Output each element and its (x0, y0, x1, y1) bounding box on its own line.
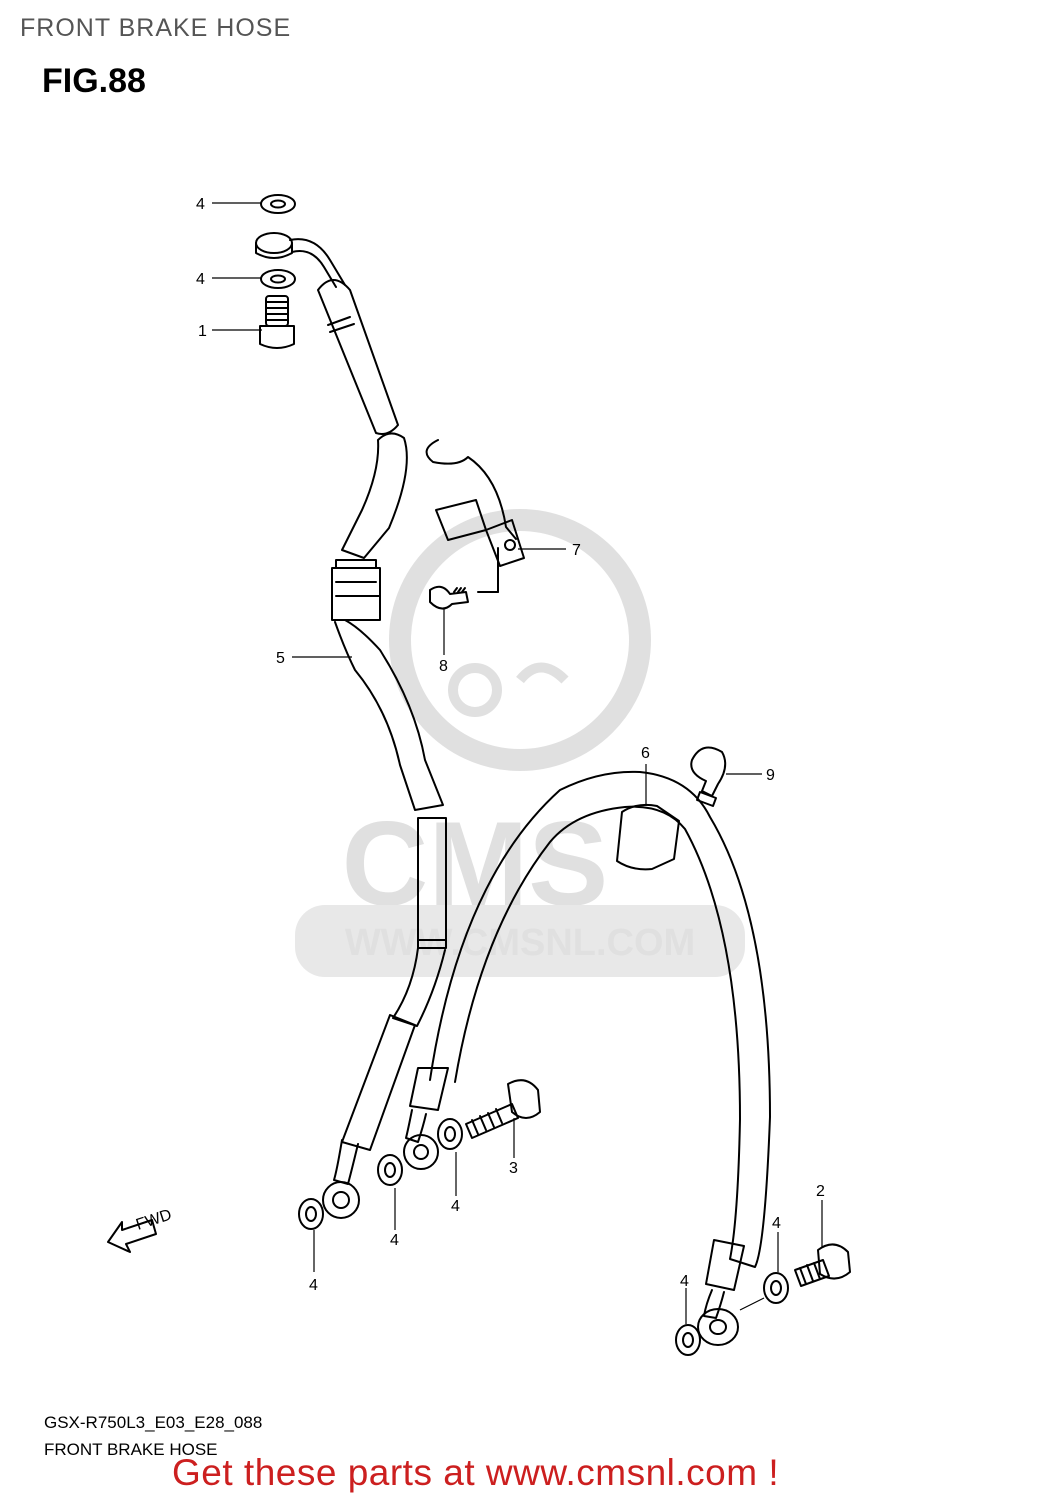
bracket-clip (425, 439, 517, 540)
callout-2: 2 (816, 1183, 825, 1200)
hose-middle (334, 619, 444, 811)
callout-4-second: 4 (196, 271, 205, 288)
banjo-bolt-2 (794, 1259, 830, 1287)
washer-left-b (298, 1198, 324, 1230)
banjo-center (403, 1134, 439, 1170)
model-code: GSX-R750L3_E03_E28_088 (44, 1413, 263, 1432)
hose-mid-upper (341, 432, 408, 559)
callout-4-right-b: 4 (680, 1273, 689, 1290)
fwd-arrow-icon (107, 1219, 157, 1253)
callout-4-left-a: 4 (390, 1232, 399, 1249)
watermark-mascot-eye (448, 663, 502, 717)
hose-sleeve-center (409, 1067, 449, 1111)
banjo-bolt-top (265, 295, 289, 327)
callout-4-top: 4 (196, 196, 205, 213)
hose-sleeve-right (705, 1239, 745, 1291)
washer-right-a (763, 1272, 789, 1304)
grommet-upper (331, 567, 381, 621)
callout-1: 1 (198, 323, 207, 340)
washer-top-2 (260, 269, 296, 289)
banjo-right (697, 1308, 739, 1346)
hose-upper (317, 279, 399, 435)
callout-8: 8 (439, 658, 448, 675)
callout-9: 9 (766, 767, 775, 784)
callout-4-center: 4 (451, 1198, 460, 1215)
hose-right (429, 770, 771, 1268)
watermark-mascot-head (389, 509, 651, 771)
parts-link-banner[interactable]: Get these parts at www.cmsnl.com ! (172, 1452, 780, 1493)
callout-5: 5 (276, 650, 285, 667)
callout-3: 3 (509, 1160, 518, 1177)
callout-4-right-a: 4 (772, 1215, 781, 1232)
hose-lower-straight (417, 817, 447, 949)
washer-right-b (675, 1324, 701, 1356)
watermark-url-text: WWW.CMSNL.COM (345, 922, 695, 964)
callout-6: 6 (641, 745, 650, 762)
washer-center (437, 1118, 463, 1150)
hose-top-bend (289, 238, 346, 286)
clamp-9 (690, 746, 727, 797)
watermark-mascot-wink (516, 662, 569, 684)
washer-left-a (377, 1154, 403, 1186)
figure-label: FIG.88 (42, 62, 146, 100)
hose-sleeve-left (341, 1014, 416, 1151)
washer-top-1 (260, 194, 296, 214)
grommet-6 (616, 803, 680, 871)
page-header: FRONT BRAKE HOSE (20, 14, 292, 42)
bolt-8 (429, 585, 469, 610)
watermark: CMS WWW.CMSNL.COM (295, 509, 745, 977)
watermark-banner (295, 905, 745, 977)
figure-caption: FRONT BRAKE HOSE (44, 1440, 218, 1459)
callout-7: 7 (572, 542, 581, 559)
banjo-left (322, 1181, 360, 1219)
callout-4-left-b: 4 (309, 1277, 318, 1294)
banjo-fitting-top (255, 232, 293, 254)
